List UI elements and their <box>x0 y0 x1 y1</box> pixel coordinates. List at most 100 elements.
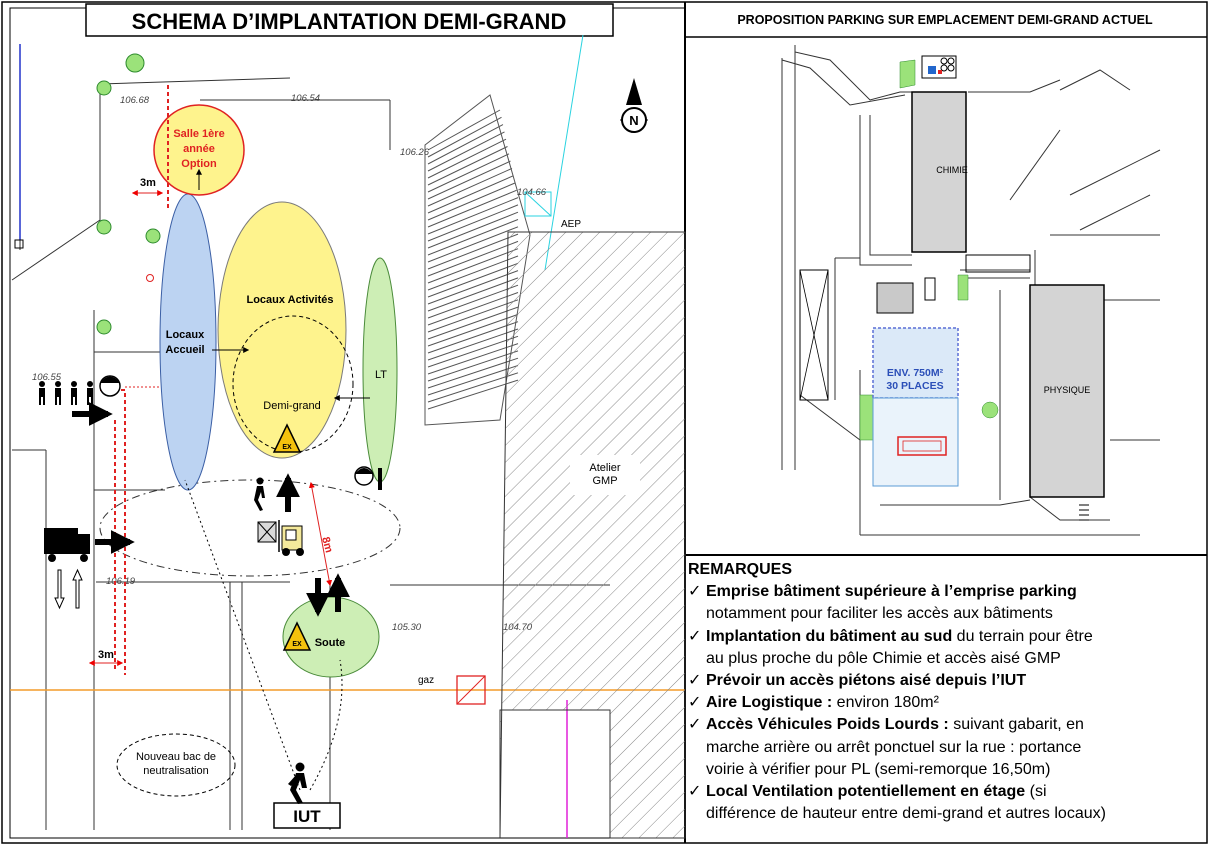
remarks-panel: REMARQUES ✓ Emprise bâtiment supérieure … <box>688 559 1204 841</box>
thick-arrows <box>72 402 350 617</box>
atelier-label-bg <box>570 455 640 495</box>
remark-cont: marche arrière ou arrêt ponctuel sur la … <box>706 738 1082 756</box>
walking-person-icon <box>288 762 307 804</box>
checkmark-icon: ✓ <box>688 716 702 734</box>
truck-icon <box>44 528 90 562</box>
road-stripe <box>427 379 519 410</box>
remark-bold: Accès Véhicules Poids Lourds : <box>706 716 949 734</box>
atelier-label-2: GMP <box>592 475 617 487</box>
road-stripe <box>427 175 514 214</box>
site-background-lines <box>11 44 610 830</box>
pedestrian-path <box>184 479 343 791</box>
remark-bold: Prévoir un accès piétons aisé depuis l’I… <box>706 672 1027 690</box>
remark-rest: du terrain pour être <box>952 627 1093 645</box>
parking-places-label: 30 PLACES <box>886 380 943 392</box>
parking-area-label: ENV. 750M² <box>887 367 944 379</box>
remark-item: ✓ Implantation du bâtiment au sud du ter… <box>688 626 1204 670</box>
road-stripe <box>427 219 519 256</box>
road-stripe <box>427 357 519 389</box>
road-stripe <box>427 299 519 333</box>
dimension-3m-top: 3m <box>131 177 164 196</box>
atelier-gmp-zone <box>499 231 686 839</box>
remark-rest: suivant gabarit, en <box>948 716 1084 734</box>
remark-item: ✓ Accès Véhicules Poids Lourds : suivant… <box>688 714 1204 781</box>
remark-rest: (si <box>1025 783 1047 801</box>
road-stripe <box>427 248 519 284</box>
connector-building <box>965 254 1031 273</box>
right-title: PROPOSITION PARKING SUR EMPLACEMENT DEMI… <box>737 13 1153 27</box>
level-106-55: 106.55 <box>32 372 62 383</box>
green-area <box>859 394 874 441</box>
checkmark-icon: ✓ <box>688 627 702 645</box>
road-stripe <box>427 313 519 347</box>
level-106-19: 106.19 <box>106 576 136 587</box>
remark-item: ✓ Emprise bâtiment supérieure à l’empris… <box>688 581 1204 625</box>
road-stripe <box>427 292 519 326</box>
remark-bold: Emprise bâtiment supérieure à l’emprise … <box>706 583 1077 601</box>
remark-bold: Implantation du bâtiment au sud <box>706 627 953 645</box>
tree-icon <box>981 401 999 419</box>
remark-bold: Local Ventilation potentiellement en éta… <box>706 783 1026 801</box>
road-stripe <box>427 197 519 235</box>
right-plan-lines <box>781 45 1161 536</box>
accueil-label-2: Accueil <box>165 344 204 356</box>
explosion-warning-icon: EX <box>282 621 312 651</box>
road-stripe <box>427 189 517 228</box>
road-stripe <box>427 153 510 193</box>
neutralisation-zone <box>116 733 236 797</box>
chimie-label: CHIMIE <box>936 165 968 175</box>
logistics-area <box>99 479 401 577</box>
tree-icons <box>96 53 161 335</box>
physique-building <box>1029 284 1105 498</box>
level-106-68: 106.68 <box>120 95 150 106</box>
remarks-header: REMARQUES <box>688 561 793 578</box>
dimension-8m: 8m <box>308 481 335 587</box>
road-stripe <box>427 116 502 158</box>
svg-text:8m: 8m <box>319 536 335 555</box>
remark-rest: environ 180m² <box>832 694 939 712</box>
road-stripe <box>427 124 504 165</box>
parking-zone <box>872 327 959 399</box>
svg-text:3m: 3m <box>140 177 156 189</box>
road-stripe <box>427 204 519 242</box>
remark-cont: notamment pour faciliter les accès aux b… <box>706 605 1053 623</box>
valve-marker <box>14 239 24 249</box>
road-stripe <box>427 365 519 396</box>
explosion-warning-icon: EX <box>272 423 302 453</box>
checkmark-icon: ✓ <box>688 783 702 801</box>
remark-cont: au plus proche du pôle Chimie et accès a… <box>706 649 1061 667</box>
road-stripe <box>427 233 519 270</box>
road-stripe <box>427 335 519 368</box>
road-stripe <box>427 350 519 382</box>
iut-label: IUT <box>293 807 321 826</box>
pedestrian-group-icon <box>39 381 93 405</box>
chimie-building <box>911 91 967 253</box>
left-title: SCHEMA D’IMPLANTATION DEMI-GRAND <box>132 9 567 34</box>
salle-option-zone <box>153 104 245 196</box>
level-106-26: 106.26 <box>400 147 430 158</box>
road-stripe <box>427 167 513 207</box>
level-104-66: 104.66 <box>517 187 547 198</box>
road-stripe <box>427 160 511 200</box>
checkmark-icon: ✓ <box>688 672 702 690</box>
green-area <box>899 59 916 89</box>
salle-label-3: Option <box>181 158 217 170</box>
salle-label-1: Salle 1ère <box>173 128 224 140</box>
road-direction-arrows <box>54 568 83 610</box>
locaux-activites-zone <box>217 201 347 459</box>
road-stripe <box>427 328 519 361</box>
road-stripe <box>427 146 508 186</box>
remark-bold: Aire Logistique : <box>706 694 833 712</box>
locaux-accueil-zone <box>159 193 217 491</box>
small-building <box>876 282 914 314</box>
road-stripe <box>427 262 519 298</box>
aep-label: AEP <box>561 219 581 230</box>
svg-text:EX: EX <box>282 444 292 451</box>
road-stripe <box>427 211 519 249</box>
soute-label: Soute <box>315 637 346 649</box>
gas-label: gaz <box>418 675 434 686</box>
road-stripe <box>427 226 519 263</box>
level-106-54: 106.54 <box>291 93 320 104</box>
left-title-box <box>85 3 614 37</box>
parking-extension <box>872 397 959 487</box>
